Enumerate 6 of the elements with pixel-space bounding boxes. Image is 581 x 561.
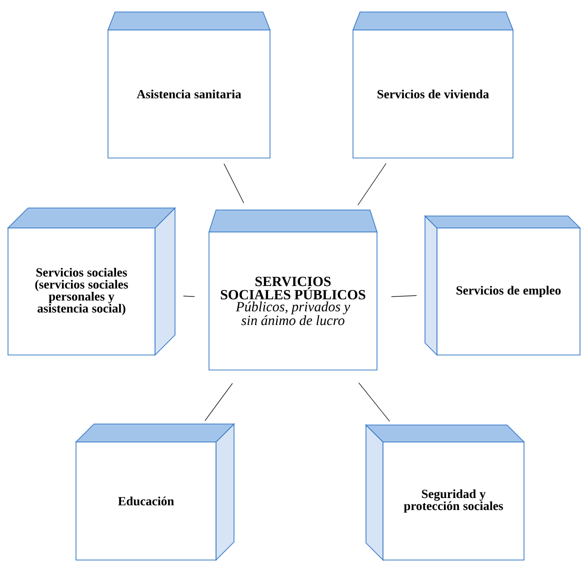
connector-line xyxy=(358,163,386,206)
connector-line xyxy=(391,295,417,297)
connector-line xyxy=(224,163,244,204)
connector-line xyxy=(204,382,233,421)
connector-line xyxy=(358,382,390,422)
connector-line xyxy=(183,296,195,297)
